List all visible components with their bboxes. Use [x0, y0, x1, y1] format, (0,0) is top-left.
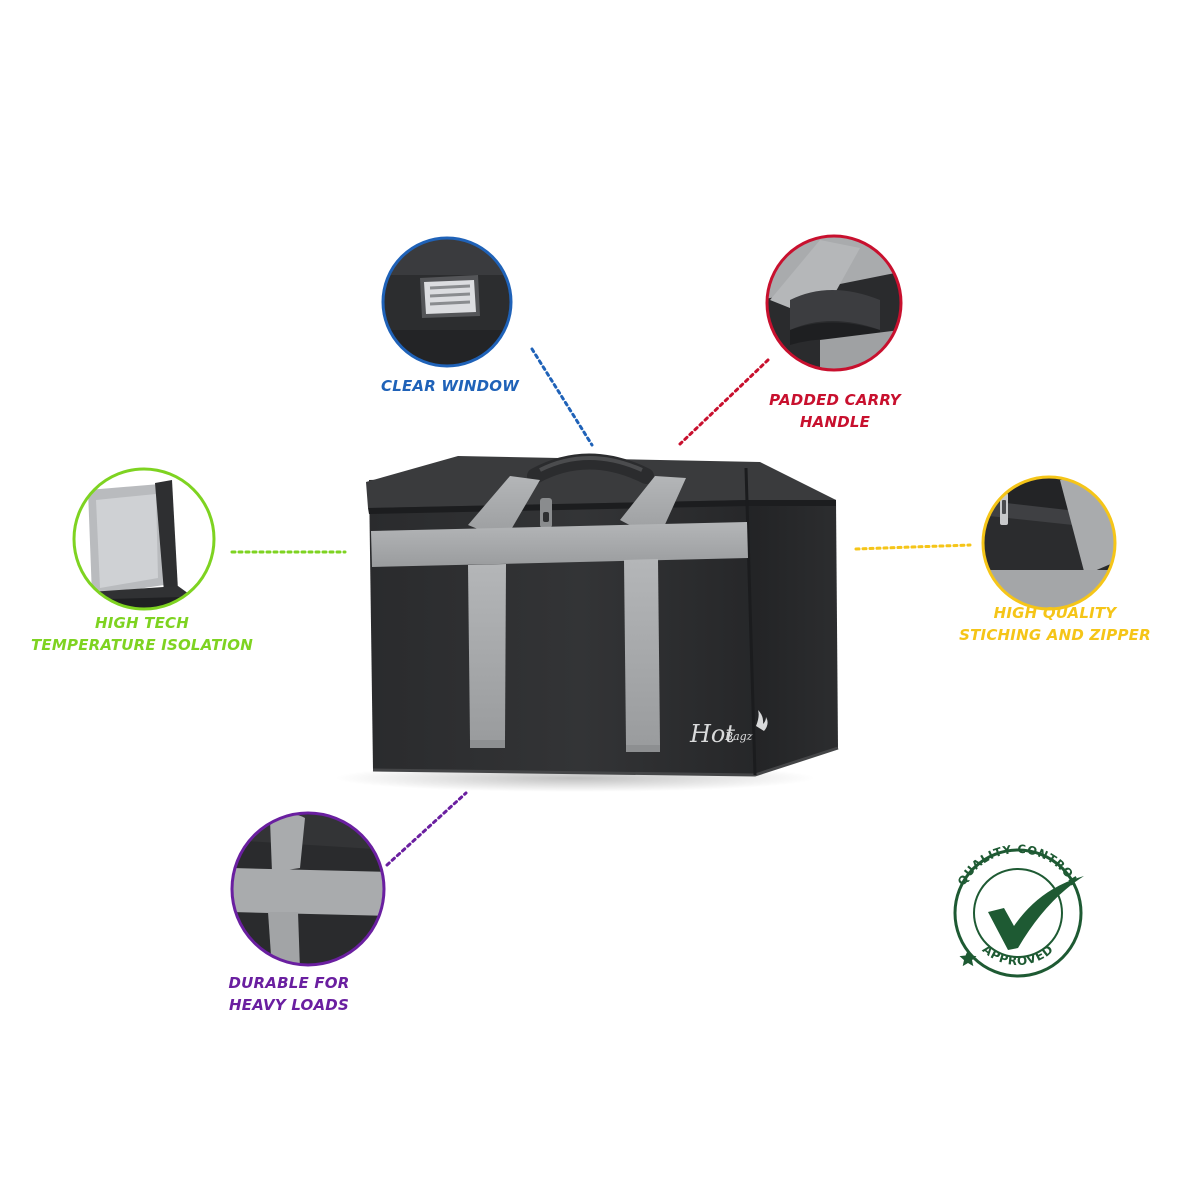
label-durable: DURABLE FOR HEAVY LOADS [214, 972, 364, 1016]
insulated-bag: Hot Bagz [335, 453, 839, 792]
detail-clear-window [381, 236, 513, 368]
detail-padded-handle [765, 234, 903, 372]
label-stitching: HIGH QUALITY STICHING AND ZIPPER [952, 602, 1158, 646]
detail-durable [230, 811, 386, 967]
detail-stitching [981, 475, 1117, 611]
label-durable-line-1: DURABLE FOR [228, 974, 350, 992]
label-padded-handle-line-1: PADDED CARRY [769, 391, 901, 409]
label-clear-window: CLEAR WINDOW [365, 375, 535, 397]
label-temperature-line-2: TEMPERATURE ISOLATION [31, 636, 253, 654]
connector-clear-window [530, 347, 594, 447]
label-temperature: HIGH TECH TEMPERATURE ISOLATION [22, 612, 262, 656]
connector-padded-handle [678, 358, 770, 446]
checkmark-icon [988, 876, 1084, 950]
detail-temperature [72, 467, 216, 611]
brand-logo-hot: Hot [689, 720, 735, 748]
label-temperature-line-1: HIGH TECH [94, 614, 190, 632]
quality-approved-badge: QUALITY CONTROL APPROVED [953, 842, 1084, 978]
connector-durable [385, 791, 468, 867]
brand-logo-bagz: Bagz [724, 730, 753, 743]
label-padded-handle-line-2: HANDLE [799, 413, 871, 431]
label-stitching-line-2: STICHING AND ZIPPER [959, 626, 1151, 644]
label-padded-handle: PADDED CARRY HANDLE [755, 389, 915, 433]
connector-stitching [854, 543, 972, 551]
label-durable-line-2: HEAVY LOADS [229, 996, 349, 1014]
flame-icon [756, 710, 768, 731]
connector-lines [230, 347, 972, 867]
label-stitching-line-1: HIGH QUALITY [993, 604, 1117, 622]
star-icon [959, 950, 977, 967]
label-clear-window-line-1: CLEAR WINDOW [380, 377, 520, 395]
